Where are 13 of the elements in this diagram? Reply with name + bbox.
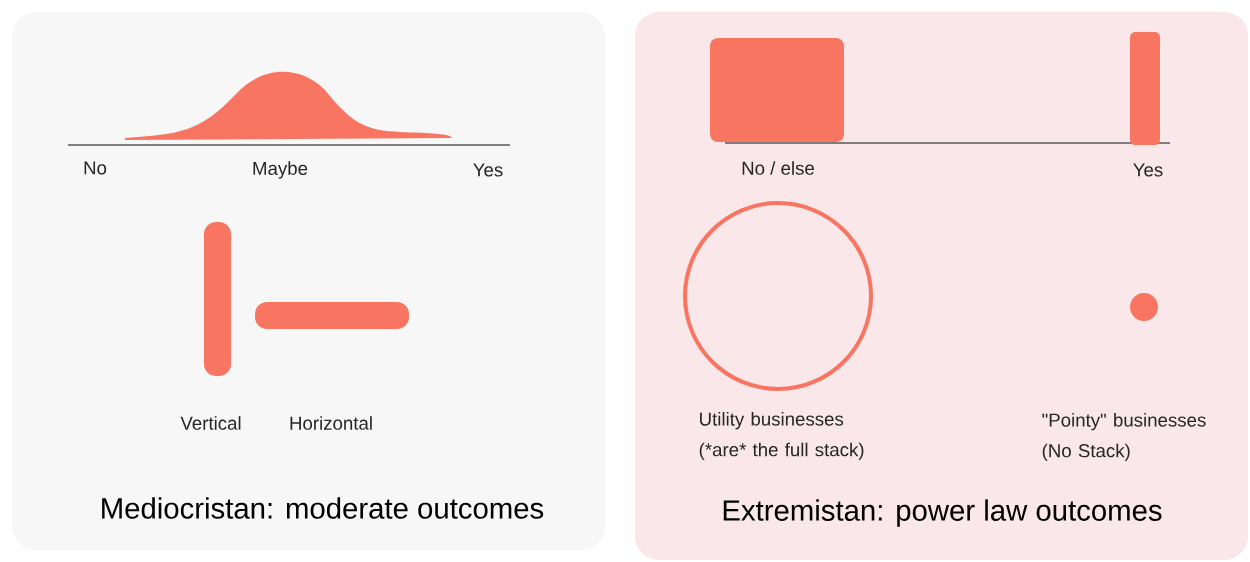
label: Horizontal	[290, 416, 372, 430]
panel	[635, 12, 1248, 560]
label: "Pointy" businesses (No Stack)	[1042, 413, 1206, 462]
heading: Extremistan: power law outcomes	[723, 499, 1162, 527]
heading: Mediocristan: moderate outcomes	[102, 497, 544, 519]
panel	[12, 12, 605, 550]
label: Yes	[1133, 163, 1163, 177]
label: Vertical	[180, 416, 241, 430]
label: No	[84, 161, 107, 175]
label: Utility businesses (*are* the full stack)	[699, 412, 864, 461]
label: Maybe	[253, 161, 308, 179]
label: No / else	[742, 161, 814, 175]
label: Yes	[473, 163, 503, 177]
